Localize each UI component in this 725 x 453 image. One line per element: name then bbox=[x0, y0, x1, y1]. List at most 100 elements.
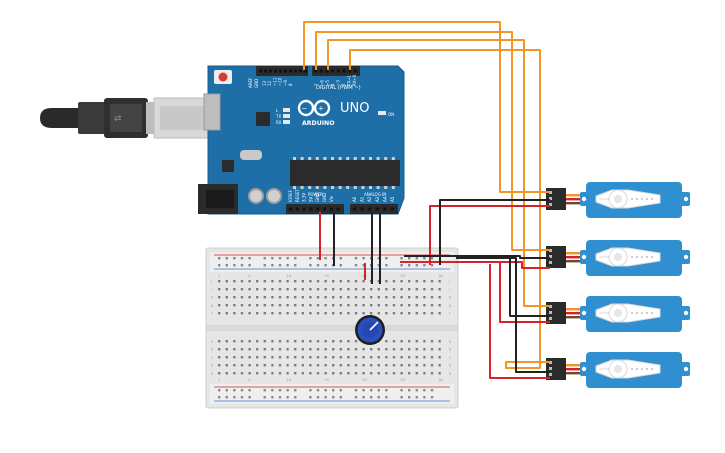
servo-motor-4[interactable] bbox=[546, 352, 690, 388]
center-channel bbox=[206, 325, 458, 331]
minus-icon: − bbox=[302, 105, 308, 113]
row-letter: i bbox=[211, 288, 212, 292]
row-letter: f bbox=[449, 312, 451, 316]
digital-pin-label: TX→1 bbox=[346, 74, 351, 87]
header-pin[interactable] bbox=[314, 69, 317, 73]
digital-pin-label: RX←0 bbox=[352, 74, 357, 86]
arduino-board[interactable]: − + ARDUINO UNO DIGITAL (PWM ~) ON L TX … bbox=[198, 65, 405, 215]
row-letter: b bbox=[211, 364, 214, 368]
svg-text:DIGITAL (PWM ~): DIGITAL (PWM ~) bbox=[316, 85, 361, 91]
svg-text:ANALOG IN: ANALOG IN bbox=[364, 192, 386, 197]
header-pin[interactable] bbox=[325, 69, 329, 73]
usb-cable[interactable]: ⇄ bbox=[40, 97, 215, 139]
header-pin[interactable] bbox=[316, 207, 320, 211]
svg-text:ARDUINO: ARDUINO bbox=[302, 120, 334, 127]
svg-text:L: L bbox=[276, 108, 279, 113]
header-pin[interactable] bbox=[360, 207, 364, 211]
analog-pin-label: A5 bbox=[390, 196, 395, 202]
digital-pin-label: 4 bbox=[330, 83, 335, 86]
power-rail-bottom bbox=[210, 384, 454, 404]
header-pin[interactable] bbox=[348, 69, 352, 73]
column-number: 1 bbox=[218, 274, 220, 278]
analog-pin-label: A1 bbox=[360, 196, 365, 202]
digital-pin-label: 12 bbox=[267, 80, 272, 86]
header-pin[interactable] bbox=[309, 207, 313, 211]
rx-led bbox=[283, 120, 290, 124]
row-letter: j bbox=[448, 280, 450, 284]
power-pin-label: 3.3V bbox=[302, 193, 307, 202]
ground-wire-servo-1 bbox=[439, 199, 550, 265]
header-pin[interactable] bbox=[302, 207, 306, 211]
header-pin[interactable] bbox=[264, 69, 267, 73]
servo-motor-3[interactable] bbox=[546, 296, 690, 332]
header-pin[interactable] bbox=[289, 207, 292, 211]
header-pin[interactable] bbox=[331, 69, 335, 73]
column-number: 10 bbox=[286, 378, 291, 382]
header-pin[interactable] bbox=[299, 69, 302, 73]
header-pin[interactable] bbox=[284, 69, 287, 73]
row-letter: g bbox=[449, 304, 451, 308]
digital-pin-label: ~6 bbox=[319, 80, 324, 86]
column-number: 30 bbox=[438, 378, 443, 382]
column-number: 10 bbox=[286, 274, 291, 278]
signal-wire-servo-4 bbox=[349, 49, 550, 369]
header-pin[interactable] bbox=[353, 207, 356, 211]
row-letter: d bbox=[449, 348, 451, 352]
header-pin[interactable] bbox=[289, 69, 292, 73]
header-power bbox=[286, 204, 344, 214]
header-pin[interactable] bbox=[319, 69, 323, 73]
header-pin[interactable] bbox=[391, 207, 394, 211]
header-pin[interactable] bbox=[294, 69, 297, 73]
header-pin[interactable] bbox=[383, 207, 387, 211]
column-number: 15 bbox=[324, 378, 329, 382]
header-pin[interactable] bbox=[368, 207, 372, 211]
arduino-logo: − + ARDUINO UNO bbox=[297, 99, 369, 127]
plus-icon: + bbox=[318, 105, 324, 113]
column-number: 5 bbox=[248, 274, 250, 278]
power-pin-label: 5V bbox=[308, 196, 313, 202]
header-pin[interactable] bbox=[295, 207, 299, 211]
svg-text:RX: RX bbox=[276, 120, 282, 125]
analog-pin-label: A2 bbox=[367, 196, 372, 202]
tx-led bbox=[283, 114, 290, 118]
header-pin[interactable] bbox=[329, 207, 333, 211]
header-pin[interactable] bbox=[259, 69, 262, 73]
header-pin[interactable] bbox=[323, 207, 326, 211]
header-pin[interactable] bbox=[279, 69, 282, 73]
row-letter: a bbox=[211, 372, 213, 376]
svg-text:POWER: POWER bbox=[308, 192, 323, 197]
digital-pin-label: 13 bbox=[262, 80, 267, 86]
header-pin[interactable] bbox=[336, 207, 340, 211]
column-number: 30 bbox=[438, 274, 443, 278]
svg-text:UNO: UNO bbox=[340, 101, 369, 116]
header-pin[interactable] bbox=[304, 69, 307, 73]
header-digital-low bbox=[312, 66, 360, 76]
row-letter: g bbox=[211, 304, 213, 308]
wires bbox=[303, 21, 550, 379]
potentiometer[interactable] bbox=[355, 315, 385, 345]
power-pin-label: GND bbox=[315, 193, 320, 202]
header-pin[interactable] bbox=[353, 69, 357, 73]
digital-pin-label: ~5 bbox=[325, 80, 330, 86]
column-number: 25 bbox=[400, 274, 405, 278]
column-number: 1 bbox=[218, 378, 220, 382]
column-number: 20 bbox=[362, 378, 367, 382]
column-number: 15 bbox=[324, 274, 329, 278]
digital-pin-label: ~10 bbox=[278, 77, 283, 86]
power-wire-servo-2 bbox=[450, 261, 550, 269]
header-pin[interactable] bbox=[269, 69, 272, 73]
header-pin[interactable] bbox=[274, 69, 277, 73]
reset-button[interactable] bbox=[214, 70, 232, 84]
header-pin[interactable] bbox=[375, 207, 379, 211]
header-pin[interactable] bbox=[342, 69, 346, 73]
servo-motor-2[interactable] bbox=[546, 240, 690, 276]
column-number: 25 bbox=[400, 378, 405, 382]
row-letter: c bbox=[211, 356, 213, 360]
servo-motor-1[interactable] bbox=[546, 182, 690, 218]
header-analog bbox=[350, 204, 398, 214]
digital-pin-label: ~3 bbox=[336, 80, 341, 86]
header-pin[interactable] bbox=[336, 69, 340, 73]
analog-pin-label: A4 bbox=[382, 196, 387, 202]
